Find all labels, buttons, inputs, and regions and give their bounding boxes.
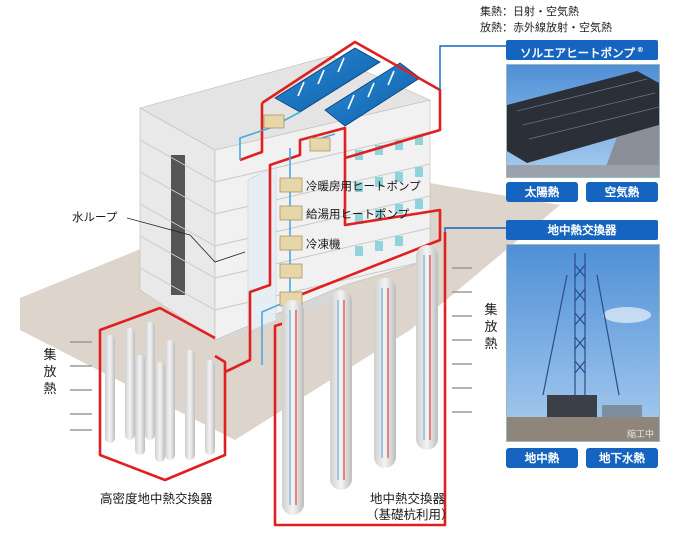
- solar-photo: [506, 64, 660, 178]
- ground-connector: [444, 227, 506, 232]
- solar-panel-header: ソルエアヒートポンプ®: [506, 40, 658, 60]
- solar-tag-air-heat: 空気熱: [586, 182, 658, 202]
- ground-panel-header: 地中熱交換器: [506, 220, 658, 240]
- high-density-piles: [105, 322, 215, 462]
- ground-tag-groundwater-heat: 地下水熱: [586, 448, 658, 468]
- solar-tag-solar-heat: 太陽熱: [506, 182, 578, 202]
- water-loop-red: [98, 40, 447, 527]
- foundation-piles: [282, 245, 438, 515]
- ground-photo-watermark: 縮工中: [627, 430, 655, 440]
- legend-line-1: 集熱：日射・空気熱: [480, 5, 579, 18]
- ground-photo: 縮工中: [506, 244, 660, 442]
- heat-exchange-right-label: 集放熱: [484, 303, 498, 352]
- ground-photo-image: [507, 245, 659, 441]
- heat-exchange-arrows-left: [70, 341, 92, 431]
- heat-pump-hot-water-label: 給湯用ヒートポンプ: [306, 207, 410, 221]
- water-loop-leader: [126, 217, 246, 263]
- foundation-exchanger-label-1: 地中熱交換器: [370, 491, 446, 506]
- registered-mark: ®: [636, 46, 644, 54]
- heat-pump-units: [263, 114, 331, 307]
- legend-line-2: 放熱：赤外線放射・空気熱: [480, 21, 612, 34]
- heat-exchange-arrows-right: [452, 267, 472, 413]
- foundation-exchanger-label-2: （基礎杭利用）: [366, 507, 454, 522]
- solar-photo-image: [507, 65, 659, 177]
- heat-exchange-left-label: 集放熱: [43, 348, 57, 397]
- refrigerator-label: 冷凍機: [306, 237, 341, 251]
- heat-pump-cooling-heating-label: 冷暖房用ヒートポンプ: [306, 179, 421, 193]
- solar-panel-header-text: ソルエアヒートポンプ: [520, 45, 635, 60]
- solar-panels: [274, 47, 421, 127]
- heat-legend: 集熱：日射・空気熱 放熱：赤外線放射・空気熱: [480, 4, 612, 36]
- ground-tag-ground-heat: 地中熱: [506, 448, 578, 468]
- solar-connector: [439, 45, 506, 90]
- high-density-exchanger-label: 高密度地中熱交換器: [100, 491, 213, 506]
- water-loop-label: 水ループ: [72, 210, 118, 224]
